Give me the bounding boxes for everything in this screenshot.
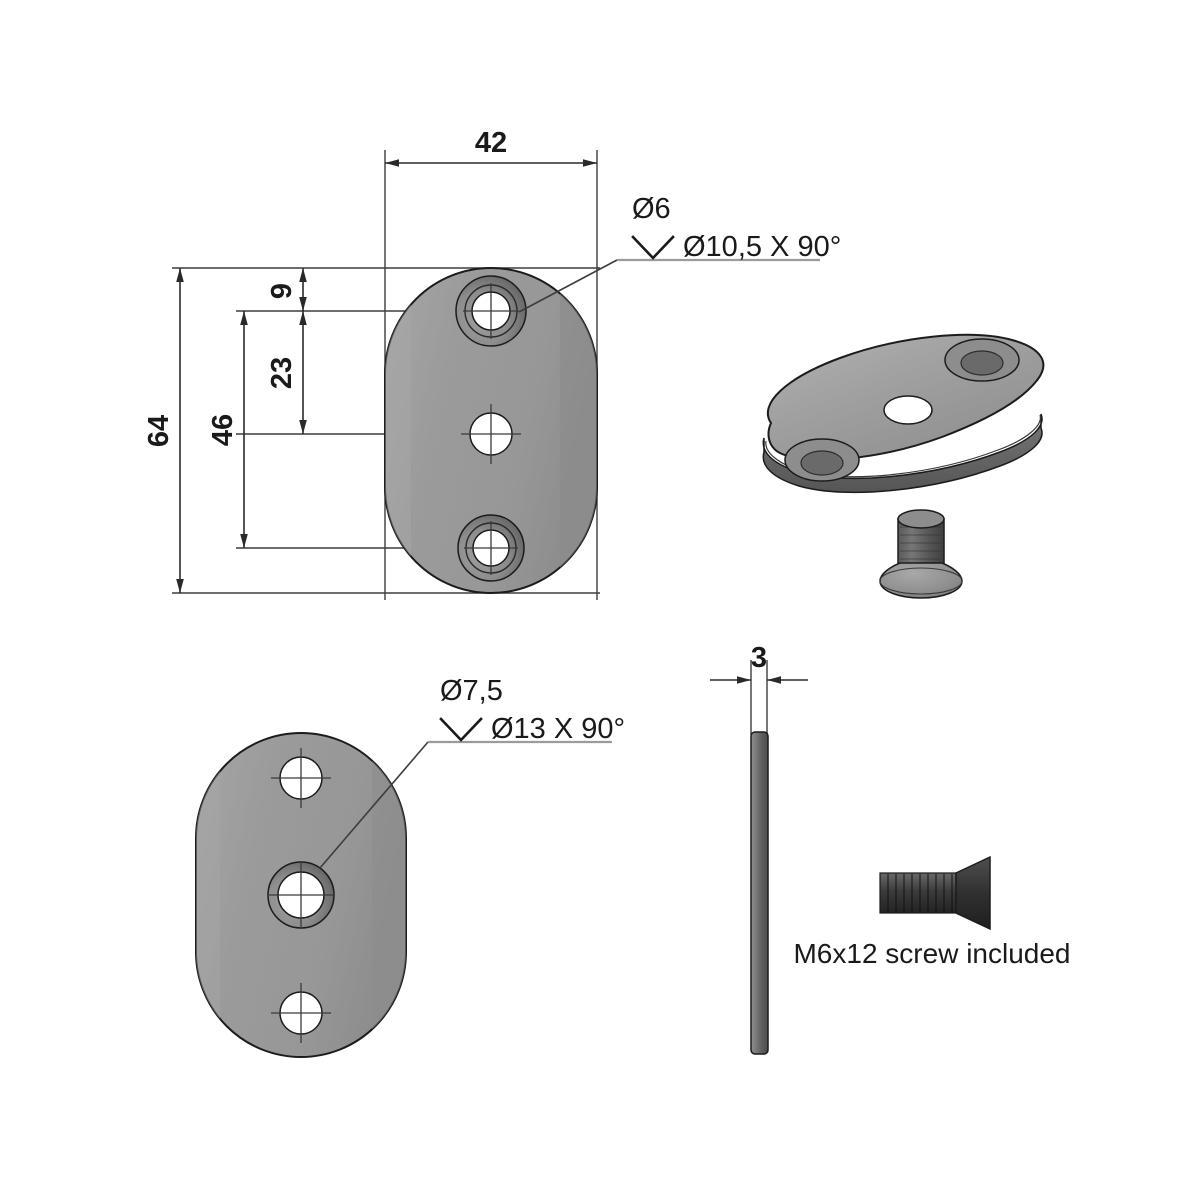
dimension-46: 46 <box>207 311 248 548</box>
bottom-view-hole-top-plain <box>271 748 331 808</box>
dimension-value-3: 3 <box>751 642 767 674</box>
dimension-9: 9 <box>266 268 307 311</box>
screw-caption: M6x12 screw included <box>793 938 1070 969</box>
iso-hole-upper-right <box>944 338 1020 382</box>
view-isometric <box>762 333 1045 599</box>
callout-bottom-hole: Ø7,5 Ø13 X 90° <box>319 675 625 869</box>
callout-top-hole: Ø6 Ø10,5 X 90° <box>518 193 841 313</box>
bottom-view-hole-middle-countersunk <box>267 861 335 929</box>
iso-hole-lower-left <box>784 438 860 482</box>
dimension-value-23: 23 <box>266 357 298 389</box>
iso-hole-middle <box>883 395 933 425</box>
callout-top-countersink: Ø10,5 X 90° <box>683 231 841 263</box>
side-edge-bar <box>750 731 769 1055</box>
view-screw-detail: M6x12 screw included <box>793 855 1071 969</box>
countersink-symbol-icon <box>631 235 675 260</box>
dimension-value-42: 42 <box>475 127 507 159</box>
dimension-height-64: 64 <box>143 268 184 593</box>
hole-bottom-countersunk <box>457 514 525 582</box>
dimension-23: 23 <box>266 311 307 434</box>
screw-threads <box>887 874 953 912</box>
dimension-value-46: 46 <box>207 414 239 446</box>
countersink-symbol-icon-2 <box>439 717 483 742</box>
dimension-thickness-3: 3 <box>710 642 808 684</box>
dimension-width-42: 42 <box>385 127 597 167</box>
view-front-top: 42 64 46 23 9 <box>143 127 841 600</box>
view-side-edge: 3 <box>710 642 808 1055</box>
hole-middle-plain <box>461 404 521 464</box>
view-front-bottom: Ø7,5 Ø13 X 90° <box>195 675 625 1058</box>
callout-top-diameter: Ø6 <box>632 193 671 225</box>
dimension-value-9: 9 <box>266 283 298 299</box>
callout-bottom-diameter: Ø7,5 <box>440 675 503 707</box>
iso-screw <box>879 509 963 599</box>
hole-top-countersunk <box>455 275 527 347</box>
callout-bottom-countersink: Ø13 X 90° <box>491 713 625 745</box>
iso-plate-parting-line <box>765 414 1041 478</box>
bottom-view-hole-bottom-plain <box>271 983 331 1043</box>
screw-head <box>955 855 991 931</box>
dimension-value-64: 64 <box>143 415 175 447</box>
screw-shaft <box>879 872 957 914</box>
